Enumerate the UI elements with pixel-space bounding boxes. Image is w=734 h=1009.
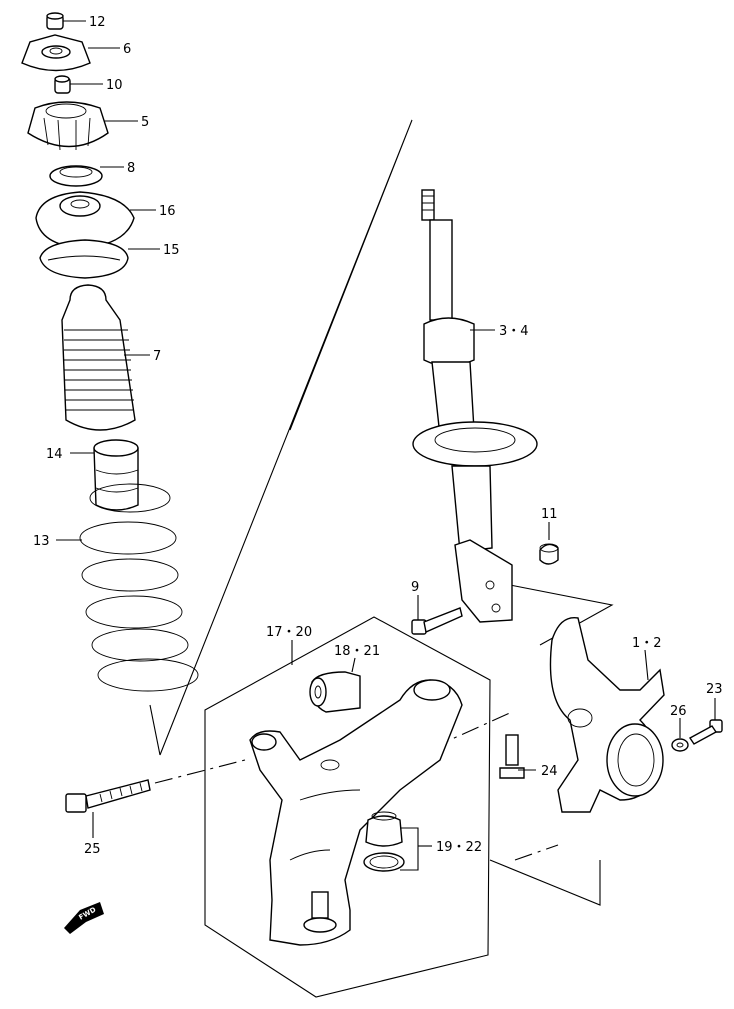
label-14: 14 [46, 447, 63, 462]
label-1-2: 1・2 [632, 636, 662, 651]
part-24-bolt [499, 734, 525, 779]
part-25-bolt [65, 779, 151, 813]
part-6-mount-plate [21, 34, 91, 72]
part-7-dust-boot [61, 284, 136, 431]
fwd-arrow-icon: FWD [64, 902, 104, 934]
label-6: 6 [123, 42, 131, 57]
label-16: 16 [159, 204, 176, 219]
part-18-21-bushing [309, 671, 361, 713]
label-9: 9 [411, 580, 419, 595]
part-9-bolt [411, 607, 463, 635]
label-26: 26 [670, 704, 687, 719]
part-labels: 12 6 10 5 8 16 15 7 14 13 3・4 11 9 1・2 1… [33, 15, 723, 857]
part-8-bearing [49, 165, 103, 187]
label-5: 5 [141, 115, 149, 130]
leader-lines [56, 20, 716, 871]
part-10-nut [54, 75, 71, 94]
part-17-20-lower-arm [249, 679, 463, 946]
part-16-spring-seat [35, 191, 135, 249]
part-5-strut-mount [27, 101, 109, 151]
label-3-4: 3・4 [499, 324, 529, 339]
label-7: 7 [153, 349, 161, 364]
part-3-4-strut [412, 189, 538, 623]
part-12-nut [46, 12, 64, 30]
part-15-spring-insulator [39, 239, 129, 279]
label-11: 11 [541, 507, 558, 522]
part-26-washer [671, 738, 689, 752]
label-23: 23 [706, 682, 723, 697]
label-18-21: 18・21 [334, 644, 380, 659]
label-24: 24 [541, 764, 558, 779]
part-11-nut [539, 543, 559, 565]
label-19-22: 19・22 [436, 840, 482, 855]
label-8: 8 [127, 161, 135, 176]
part-14-bump-stop [93, 439, 139, 511]
label-10: 10 [106, 78, 123, 93]
part-13-coil-spring [79, 483, 199, 692]
part-19-22-bushing [363, 811, 405, 872]
label-12: 12 [89, 15, 106, 30]
label-13: 13 [33, 534, 50, 549]
label-25: 25 [84, 842, 101, 857]
part-23-bolt [688, 719, 723, 745]
label-15: 15 [163, 243, 180, 258]
part-1-2-knuckle [549, 616, 665, 813]
label-17-20: 17・20 [266, 625, 312, 640]
